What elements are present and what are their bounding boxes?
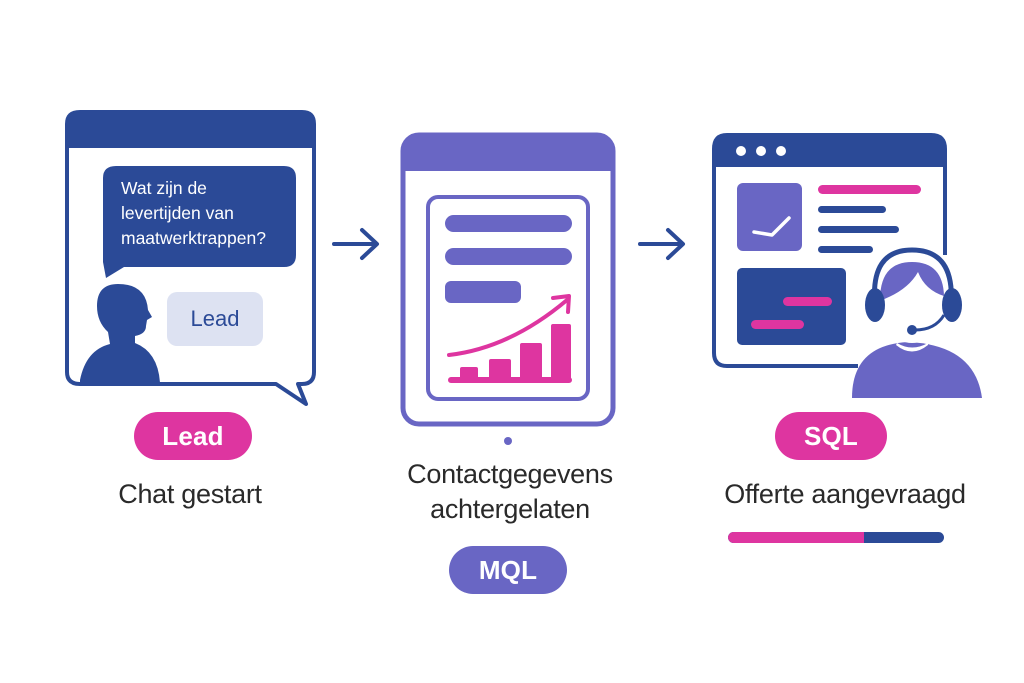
stage-badge-mql: MQL [449, 546, 567, 594]
chat-question-line: maatwerktrappen? [121, 228, 266, 248]
chat-reply-bubble [167, 292, 263, 346]
stage-progress-bar [728, 532, 944, 543]
caption-line: Chat gestart [118, 479, 262, 509]
form-field-bar [445, 281, 521, 303]
window-dot [756, 146, 766, 156]
window-dot [776, 146, 786, 156]
tablet-home-dot [504, 437, 512, 445]
form-field-bar [445, 248, 572, 265]
check-card [737, 183, 802, 251]
chat-question-line: levertijden van [121, 203, 234, 223]
chat-reply-label: Lead [190, 306, 240, 331]
caption-line: achtergelaten [430, 494, 590, 524]
person-silhouette-icon [80, 284, 160, 383]
chat-question-line: Wat zijn de [121, 178, 207, 198]
growth-chart-icon [447, 294, 572, 383]
dark-panel [737, 268, 846, 345]
chat-question-bubble [103, 166, 296, 278]
support-agent-icon [852, 247, 982, 398]
stage-caption-sql: Offerte aangevraagd [690, 478, 1000, 511]
arrow-right-icon [638, 228, 685, 260]
stage-progress-fill [728, 532, 865, 543]
stage-badge-sql: SQL [775, 412, 887, 460]
arrow-right-icon [332, 228, 379, 260]
window-dot [736, 146, 746, 156]
form-field-bar [445, 215, 572, 232]
stage-caption-mql: Contactgegevens achtergelaten [360, 457, 660, 527]
stage-caption-lead: Chat gestart [60, 478, 320, 511]
caption-line: Offerte aangevraagd [724, 479, 966, 509]
checkmark-icon [752, 216, 791, 237]
stage-badge-lead: Lead [134, 412, 252, 460]
caption-line: Contactgegevens [407, 459, 613, 489]
